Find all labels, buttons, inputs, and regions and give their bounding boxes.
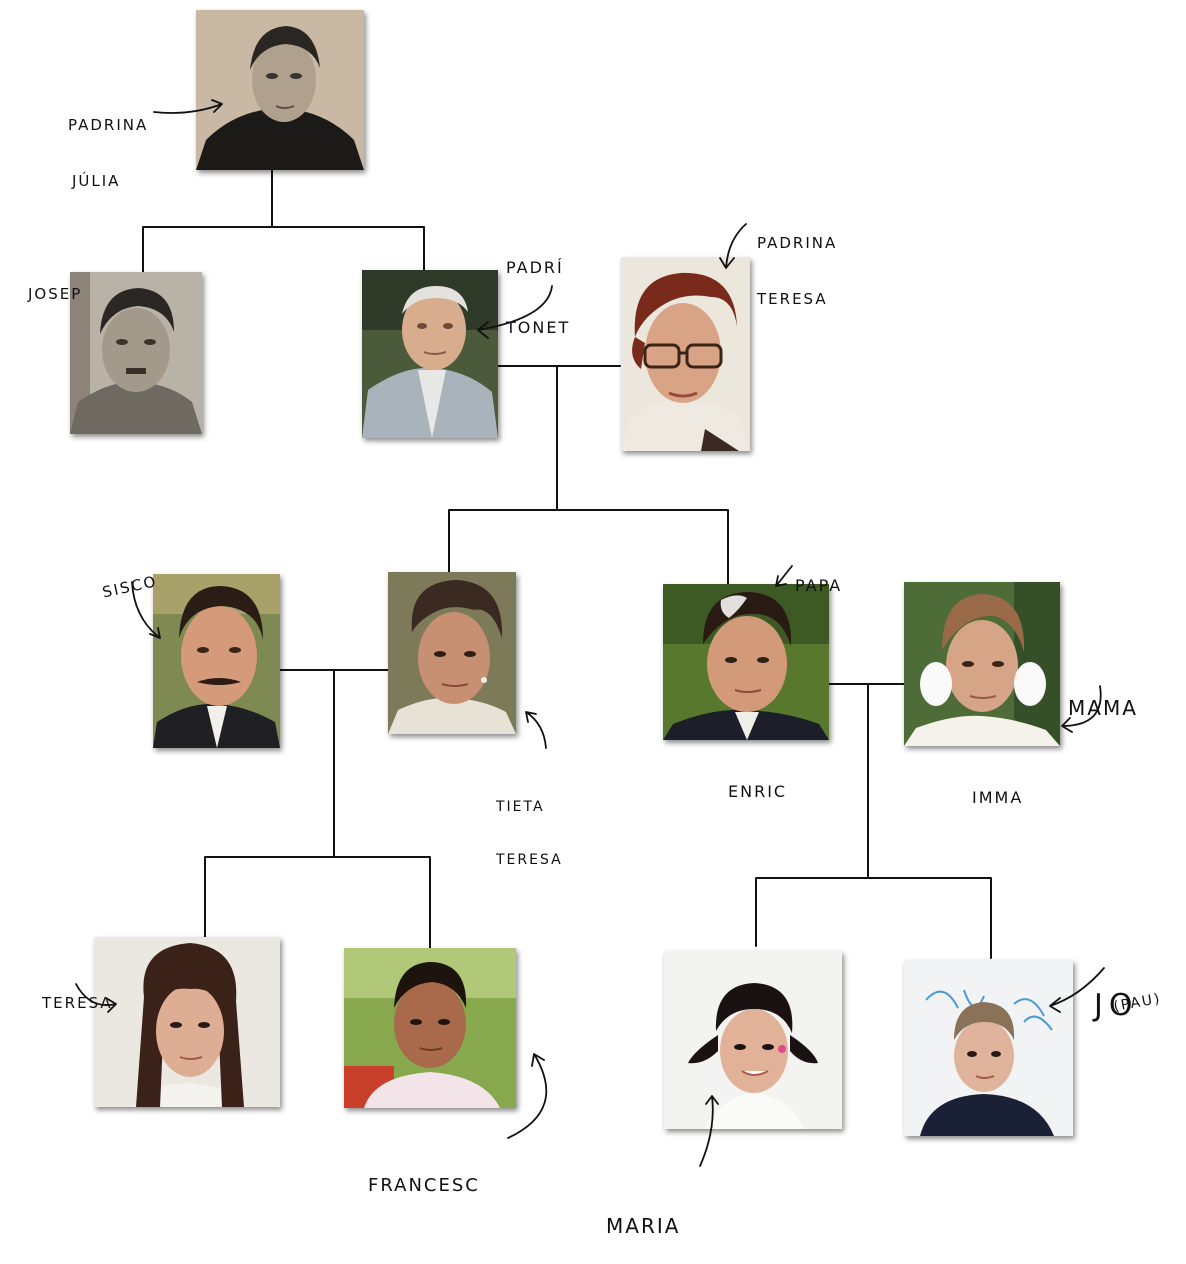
photo-jo — [904, 960, 1073, 1136]
arrow-padrina-julia — [153, 99, 223, 114]
arrow-papa — [775, 565, 793, 587]
label-papa: PAPA — [795, 576, 843, 595]
label-imma: IMMA — [972, 788, 1024, 807]
label-maria: MARIA — [606, 1214, 681, 1238]
label-jo: JO — [1094, 988, 1139, 1023]
photo-tieta-teresa — [388, 572, 516, 734]
label-padrina-julia: PADRINA JÚLIA — [68, 115, 149, 190]
label-padri-tonet: PADRÍ TONET — [506, 258, 571, 337]
arrow-maria — [699, 1095, 719, 1167]
annotation-arrows — [75, 99, 1105, 1167]
photo-francesc — [344, 948, 516, 1108]
arrow-padrina-teresa — [719, 223, 747, 269]
photo-padri-tonet — [362, 270, 498, 438]
label-mama: MAMA — [1068, 696, 1138, 720]
family-tree-connectors — [142, 169, 992, 959]
connector-couple-children — [448, 365, 729, 585]
photo-josep — [70, 272, 202, 434]
label-josep: JOSEP — [28, 284, 83, 303]
photo-imma — [904, 582, 1060, 746]
connector-enric-imma-children — [755, 683, 992, 959]
arrow-teresa — [75, 983, 117, 1013]
arrow-jo — [1049, 967, 1105, 1013]
arrow-mama — [1061, 685, 1102, 733]
label-enric: ENRIC — [728, 782, 788, 801]
photo-teresa — [94, 937, 280, 1107]
connector-julia-children — [142, 169, 425, 273]
photo-enric — [663, 584, 829, 740]
label-padrina-teresa: PADRINA TERESA — [757, 233, 838, 308]
arrow-padri-tonet — [477, 285, 553, 339]
label-francesc: FRANCESC — [368, 1175, 480, 1196]
photo-padrina-teresa — [621, 257, 750, 451]
photo-padrina-julia — [196, 10, 364, 170]
arrow-tieta-teresa — [525, 711, 547, 749]
label-teresa: TERESA — [42, 993, 113, 1012]
arrow-francesc — [507, 1053, 548, 1139]
connector-sisco-tieta-children — [204, 669, 431, 949]
arrow-sisco — [131, 581, 161, 639]
photo-sisco — [153, 574, 280, 748]
label-tieta-teresa: TIETA TERESA — [496, 799, 563, 868]
photo-maria — [664, 951, 842, 1129]
